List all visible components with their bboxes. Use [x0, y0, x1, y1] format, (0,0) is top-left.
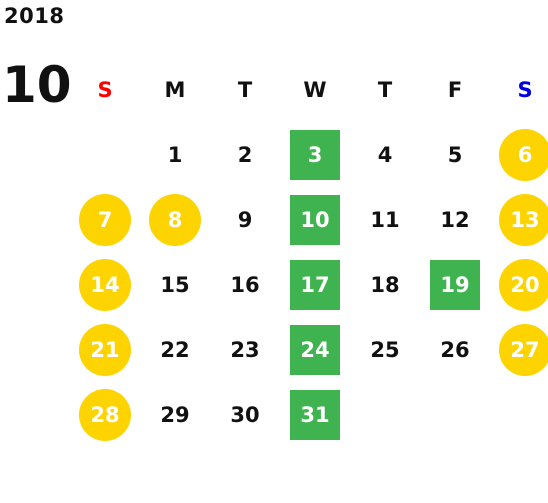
calendar-day-cell: 7	[70, 187, 140, 252]
calendar-day-cell: 13	[490, 187, 548, 252]
calendar-day-normal: 5	[447, 142, 463, 167]
calendar-day-normal: 11	[370, 207, 400, 232]
calendar-day-cell: 10	[280, 187, 350, 252]
calendar-day-cell: 16	[210, 252, 280, 317]
calendar-day-normal: 2	[237, 142, 253, 167]
calendar-day-closed: 19	[430, 259, 480, 310]
calendar-day-normal: 26	[440, 337, 470, 362]
calendar-day-normal: 23	[230, 337, 260, 362]
calendar-day-holiday: 7	[79, 193, 131, 246]
calendar-day-cell: 8	[140, 187, 210, 252]
weekday-header-tuesday: T	[237, 77, 253, 102]
calendar-day-cell: 12	[420, 187, 490, 252]
calendar-day-normal: 9	[237, 207, 253, 232]
calendar-day-normal: 16	[230, 272, 260, 297]
calendar-day-holiday: 14	[79, 258, 131, 311]
calendar-day-normal: 12	[440, 207, 470, 232]
weekday-header-sunday: S	[97, 77, 113, 102]
calendar-month: 10	[2, 56, 72, 114]
calendar-year: 2018	[4, 4, 65, 28]
calendar-day-cell: 19	[420, 252, 490, 317]
calendar-day-cell: 23	[210, 317, 280, 382]
calendar-day-cell: 18	[350, 252, 420, 317]
calendar-day-cell: 9	[210, 187, 280, 252]
calendar-day-normal: 4	[377, 142, 393, 167]
calendar-day-closed: 17	[290, 259, 340, 310]
calendar-day-closed: 24	[290, 324, 340, 375]
calendar-day-normal: 30	[230, 402, 260, 427]
calendar-day-cell: 15	[140, 252, 210, 317]
calendar-day-cell: 20	[490, 252, 548, 317]
calendar-day-cell: 25	[350, 317, 420, 382]
calendar-day-closed: 31	[290, 389, 340, 440]
weekday-header-friday: F	[447, 77, 463, 102]
calendar-day-normal: 22	[160, 337, 190, 362]
calendar-day-closed: 10	[290, 194, 340, 245]
calendar-day-cell: 14	[70, 252, 140, 317]
calendar-day-normal: 29	[160, 402, 190, 427]
calendar-day-cell: 21	[70, 317, 140, 382]
calendar-day-cell: 4	[350, 122, 420, 187]
calendar-day-holiday: 27	[499, 323, 548, 376]
calendar-day-cell: 11	[350, 187, 420, 252]
calendar-day-cell: 26	[420, 317, 490, 382]
weekday-header-thursday: T	[377, 77, 393, 102]
calendar-day-cell: 3	[280, 122, 350, 187]
calendar-day-cell: 27	[490, 317, 548, 382]
calendar-day-closed: 3	[290, 129, 340, 180]
calendar-empty-cell	[70, 122, 140, 187]
calendar-day-holiday: 28	[79, 388, 131, 441]
calendar-day-normal: 18	[370, 272, 400, 297]
calendar-day-cell: 29	[140, 382, 210, 447]
calendar-day-cell: 1	[140, 122, 210, 187]
calendar-day-cell: 28	[70, 382, 140, 447]
calendar-day-cell: 2	[210, 122, 280, 187]
calendar-day-cell: 30	[210, 382, 280, 447]
calendar-day-normal: 15	[160, 272, 190, 297]
weekday-header-monday: M	[164, 77, 186, 102]
calendar-day-cell: 6	[490, 122, 548, 187]
calendar-day-normal: 25	[370, 337, 400, 362]
weekday-header-saturday: S	[517, 77, 533, 102]
calendar-day-cell: 17	[280, 252, 350, 317]
calendar-day-holiday: 13	[499, 193, 548, 246]
calendar-day-holiday: 20	[499, 258, 548, 311]
calendar-day-normal: 1	[167, 142, 183, 167]
calendar-day-holiday: 21	[79, 323, 131, 376]
weekday-header-wednesday: W	[303, 77, 327, 102]
calendar-day-cell: 22	[140, 317, 210, 382]
calendar-day-holiday: 6	[499, 128, 548, 181]
calendar-day-holiday: 8	[149, 193, 201, 246]
calendar-day-cell: 5	[420, 122, 490, 187]
calendar-day-cell: 31	[280, 382, 350, 447]
calendar-day-cell: 24	[280, 317, 350, 382]
